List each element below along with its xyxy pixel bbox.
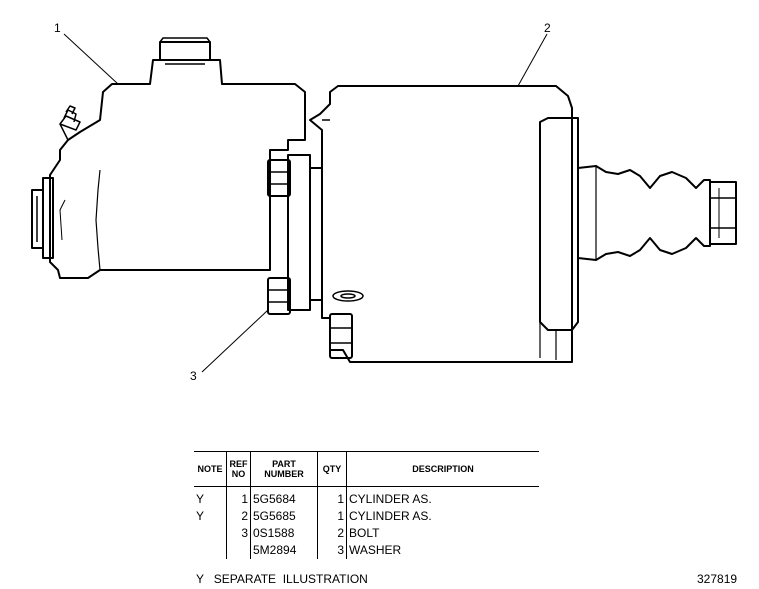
- table-row: 3 0S1588 2 BOLT: [194, 525, 539, 542]
- figure-number: 327819: [697, 572, 738, 586]
- row-qty: 2: [317, 525, 347, 542]
- row-part-number: 5G5685: [250, 508, 318, 525]
- row-ref: 3: [226, 525, 251, 542]
- header-ref-line2: NO: [231, 469, 246, 479]
- row-ref: 1: [226, 486, 251, 508]
- row-qty: 3: [317, 542, 347, 559]
- table-row: 5M2894 3 WASHER: [194, 542, 539, 559]
- cylinder-body-2: [309, 85, 579, 363]
- row-ref: 2: [226, 508, 251, 525]
- callout-2: 2: [544, 21, 551, 35]
- grease-fitting: [59, 105, 81, 141]
- table-row: Y 2 5G5685 1 CYLINDER AS.: [194, 508, 539, 525]
- leader-line-1: [63, 33, 119, 85]
- leader-line-2: [517, 33, 548, 87]
- row-qty: 1: [317, 486, 347, 508]
- row-part-number: 5M2894: [250, 542, 318, 559]
- cylinder-body-1: [31, 37, 306, 279]
- row-part-number: 5G5684: [250, 486, 318, 508]
- header-note: NOTE: [194, 451, 227, 487]
- cylinder-assembly-drawing: 1 2 3: [31, 21, 737, 383]
- row-ref: [226, 542, 251, 559]
- callout-1: 1: [54, 21, 61, 35]
- row-note: [194, 542, 227, 559]
- footnote: Y SEPARATE ILLUSTRATION: [196, 572, 368, 586]
- row-note: [194, 525, 227, 542]
- table-row: Y 1 5G5684 1 CYLINDER AS.: [194, 486, 539, 508]
- row-part-number: 0S1588: [250, 525, 318, 542]
- row-note: Y: [194, 486, 227, 508]
- row-description: CYLINDER AS.: [349, 509, 432, 523]
- bolt-right: [329, 313, 353, 359]
- mounting-flange: [287, 154, 322, 311]
- bolt-upper: [267, 159, 291, 197]
- leader-line-3: [201, 309, 269, 373]
- header-qty: QTY: [317, 451, 347, 487]
- row-description: CYLINDER AS.: [349, 492, 432, 506]
- header-description: DESCRIPTION: [412, 464, 474, 474]
- row-qty: 1: [317, 508, 347, 525]
- row-note: Y: [194, 508, 227, 525]
- rubber-boot: [577, 165, 711, 261]
- bolt-lower: [267, 277, 291, 315]
- washer-detail: [332, 290, 364, 302]
- header-part-line2: NUMBER: [264, 469, 304, 479]
- callout-3: 3: [190, 369, 197, 383]
- row-description: WASHER: [349, 543, 402, 557]
- header-part-line1: PART: [272, 459, 296, 469]
- row-description: BOLT: [349, 526, 380, 540]
- rod-end-nut: [709, 181, 737, 245]
- header-ref-line1: REF: [229, 459, 248, 469]
